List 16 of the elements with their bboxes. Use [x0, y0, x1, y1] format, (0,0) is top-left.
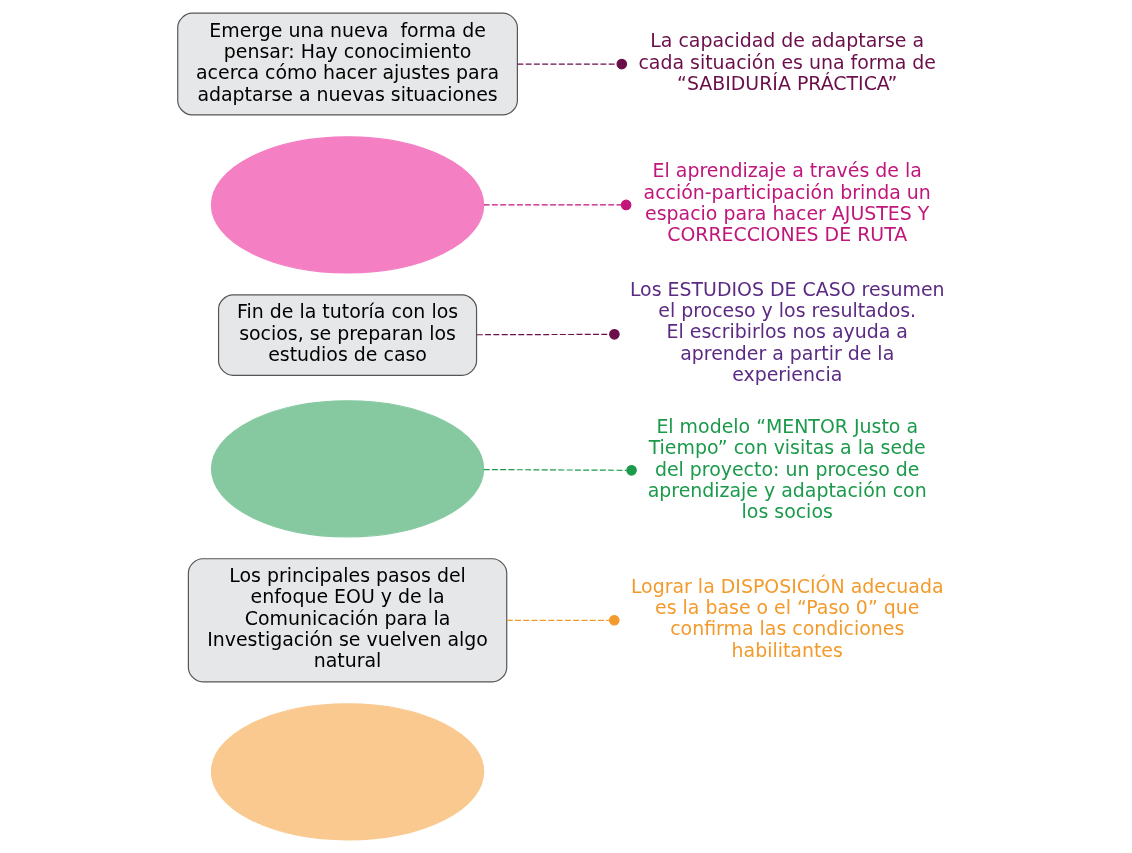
connector: [516, 58, 627, 70]
connector: [482, 465, 637, 476]
node-box: Fin de la tutoría con los socios, se preparan los estudios de caso: [217, 294, 477, 376]
node-box: Emerge una nueva forma de pensar: Hay conocimiento acerca cómo hacer ajustes para adaptarse a nuevas situaciones: [176, 12, 518, 116]
node-text: El aprendizaje a través de la acción-participación brinda un espacio para hacer AJUSTES Y CORRECCIONES DE RUTA: [643, 159, 931, 246]
connector: [475, 329, 620, 340]
node-box: Los principales pasos del enfoque EOU y de la Comunicación para la Investigación se vuelven algo natural: [187, 558, 507, 683]
node-text: La capacidad de adaptarse a cada situación es una forma de “SABIDURÍA PRÁCTICA”: [637, 29, 936, 94]
node-text: El modelo “MENTOR Justo a Tiempo” con visitas a la sede del proyecto: un proceso de aprendizaje y adaptación con los socios: [647, 415, 927, 523]
node-ellipse: [210, 400, 484, 538]
node-text: Los ESTUDIOS DE CASO resumen el proceso y los resultados. El escribirlos nos ayuda a aprender a partir de la experiencia: [629, 277, 945, 385]
connector: [505, 614, 620, 626]
node-ellipse: [210, 136, 484, 274]
node-ellipse: [210, 703, 484, 841]
node-text: Lograr la DISPOSICIÓN adecuada es la base o el “Paso 0” que confirma las condiciones habilitantes: [630, 574, 944, 661]
connector: [482, 199, 631, 211]
